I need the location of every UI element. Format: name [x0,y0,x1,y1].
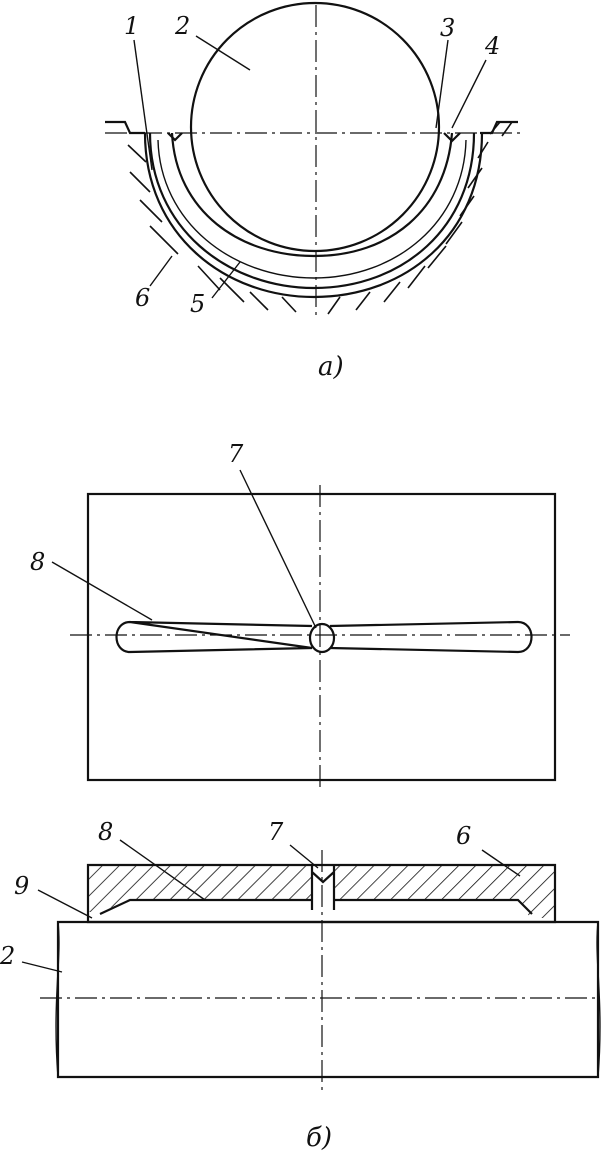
label-8-plan: 8 [30,548,45,576]
label-9-section: 9 [14,872,29,900]
label-7-section: 7 [268,818,284,846]
caption-a: а) [318,352,344,382]
block-hatch-left [88,865,312,912]
oil-hole [308,622,336,654]
shaft-section [56,920,600,1079]
leaders-a [133,35,487,299]
leader-8-section [119,839,206,901]
figure-a: 1 2 3 4 5 6 а) [105,1,520,382]
shaft-break-left [55,921,60,1078]
plan-rectangle [86,492,557,782]
label-3: 3 [440,14,455,42]
leader-2-section [21,961,63,973]
bearing-shell-outer [148,132,476,290]
label-6: 6 [135,284,150,312]
leader-7-plan [239,469,317,629]
bearing-shell-inner [157,139,467,279]
figure-b-section: 8 7 6 9 2 б) [0,818,601,1153]
section-oil-hole [310,865,336,910]
shell-lip-right [443,132,461,143]
label-8-section: 8 [98,818,113,846]
leader-8-plan [51,561,153,621]
caption-b: б) [306,1123,332,1153]
leader-9-section [37,889,93,919]
shaft-circle [189,1,441,253]
shell-lip-left [167,132,183,142]
figure-b-plan: 7 8 [30,440,570,790]
shaft-break-right [596,921,601,1078]
housing-hatching [127,121,513,315]
block-hatch-right [334,865,555,918]
housing-top-left [105,120,145,135]
leader-7-section [289,844,319,869]
bearing-bore [170,132,454,258]
label-5: 5 [190,290,205,318]
label-1: 1 [124,12,139,40]
housing-bore [143,132,484,299]
label-6-section: 6 [456,822,471,850]
oil-groove [115,620,533,654]
label-2-section: 2 [0,942,15,970]
label-7-plan: 7 [228,440,244,468]
leader-6-section [481,849,521,877]
label-2: 2 [174,12,190,40]
label-4: 4 [484,32,500,60]
section-groove [99,898,533,915]
